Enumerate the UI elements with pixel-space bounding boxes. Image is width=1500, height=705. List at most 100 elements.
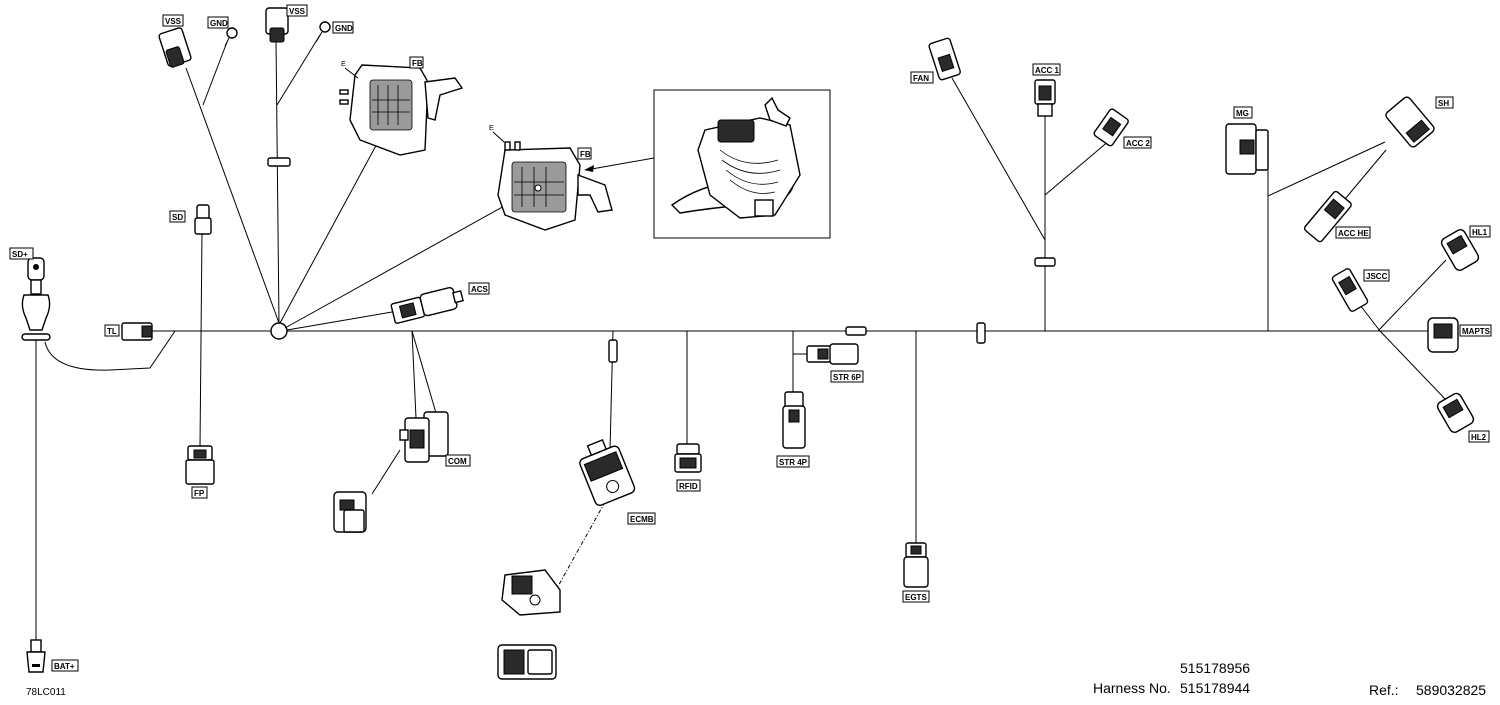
svg-text:VSS: VSS [165,17,182,26]
rfid-connector-icon [674,443,702,473]
wire-gnd-left [202,41,228,106]
wire-vss-left [185,67,280,324]
label-vss-right: VSS [286,4,308,17]
wire-hl2 [1379,330,1449,403]
svg-text:HL2: HL2 [1471,433,1487,442]
label-rfid: RFID [676,479,701,492]
label-acc2: ACC 2 [1123,136,1152,149]
hl2-connector-icon [1436,392,1475,433]
label-str-4p: STR 4P [776,455,810,468]
label-hl1: HL1 [1469,225,1491,238]
tape-marker-main [845,326,867,336]
wire-sh [1267,141,1386,197]
clip-trunk [976,322,986,344]
wire-fb-upper [279,139,380,324]
fb-detail-inset [653,89,831,239]
acc1-connector-icon [1034,79,1056,117]
jscc-connector-icon [1331,268,1369,312]
ecmb-connector-icon [579,439,636,506]
label-str-6p: STR 6P [830,370,864,383]
wire-com-1 [411,330,417,419]
fb-lower-connector-icon [497,141,613,231]
acc2-connector-icon [1093,108,1129,147]
svg-text:COM: COM [448,457,467,466]
label-mapts: MAPTS [1459,324,1492,337]
str-6p-connector-icon [806,343,859,365]
svg-text:FP: FP [194,489,205,498]
sh-connector-icon [1385,96,1435,148]
label-mg: MG [1233,106,1253,119]
svg-text:ACC 1: ACC 1 [1035,66,1060,75]
svg-text:VSS: VSS [289,7,306,16]
wire-acc-he [1339,149,1387,206]
wire-vss-right [275,39,280,324]
reference-value: 589032825 [1416,682,1487,698]
callout-arrowhead [584,165,594,172]
fb-lower-e-marker: E [489,125,494,132]
svg-text:HL1: HL1 [1472,228,1488,237]
svg-text:STR 4P: STR 4P [779,458,808,467]
drawing-code: 78LC011 [26,687,66,698]
label-fb-upper: FB [409,56,424,69]
wire-ecmb-dashed [555,501,606,591]
acc-he-connector-icon [1303,190,1352,243]
svg-text:FB: FB [580,150,591,159]
tl-connector-icon [121,322,153,341]
mg-connector-icon [1225,123,1269,175]
wire-hl1 [1377,259,1447,332]
ecmb-mating-connector-icon [501,569,561,616]
label-vss-left: VSS [162,14,184,27]
label-fan: FAN [910,71,934,84]
reference-label: Ref.: [1369,682,1399,698]
com-mating-connector-icon [333,491,367,533]
fan-connector-icon [928,37,961,81]
svg-text:ECMB: ECMB [630,515,654,524]
part-number-1: 515178956 [1180,660,1251,676]
sd-connector-icon [194,204,212,235]
label-sd-plus: SD+ [9,247,34,260]
svg-text:GND: GND [335,24,353,33]
svg-text:ACS: ACS [471,285,489,294]
svg-text:FB: FB [412,59,423,68]
clip-acc [1034,257,1056,267]
label-tl: TL [104,324,120,337]
gnd-left-ring-icon [224,27,238,47]
label-jscc: JSCC [1363,269,1390,282]
svg-text:MG: MG [1236,109,1249,118]
vss-left-connector-icon [158,27,192,68]
svg-text:RFID: RFID [679,482,698,491]
label-fp: FP [191,486,208,499]
label-acc-he: ACC HE [1335,226,1371,239]
wire-gnd-right [276,34,321,106]
label-acs: ACS [468,282,490,295]
wire-fb-lower [284,199,516,329]
harness-wires [35,34,1449,642]
label-gnd-right: GND [332,21,354,34]
harness-number-label: Harness No. [1093,680,1171,696]
wire-fan [951,77,1046,241]
label-ecmb: ECMB [627,512,656,525]
fb-upper-connector-icon [339,64,464,156]
label-acc1: ACC 1 [1032,63,1061,76]
gnd-right-ring-icon [315,21,331,43]
fb-upper-e-marker: E [341,61,346,68]
clip-vss [267,157,291,167]
svg-text:SD: SD [172,213,183,222]
label-gnd-left: GND [207,16,229,29]
wire-acc2 [1044,139,1111,196]
svg-text:EGTS: EGTS [905,593,927,602]
acs-connector-icon [390,286,464,324]
wire-jscc [1359,304,1381,332]
fp-connector-icon [185,445,215,485]
bat-plus-terminal-icon [26,639,46,673]
com-connector-icon [399,411,449,463]
tape-marker-ecmb [608,339,618,363]
hl1-connector-icon [1440,229,1480,271]
svg-text:JSCC: JSCC [1366,272,1388,281]
label-hl2: HL2 [1468,430,1490,443]
trunk-accessories [267,157,1056,363]
wire-acs [286,311,393,331]
mapts-connector-icon [1427,317,1459,353]
svg-text:ACC HE: ACC HE [1338,229,1369,238]
